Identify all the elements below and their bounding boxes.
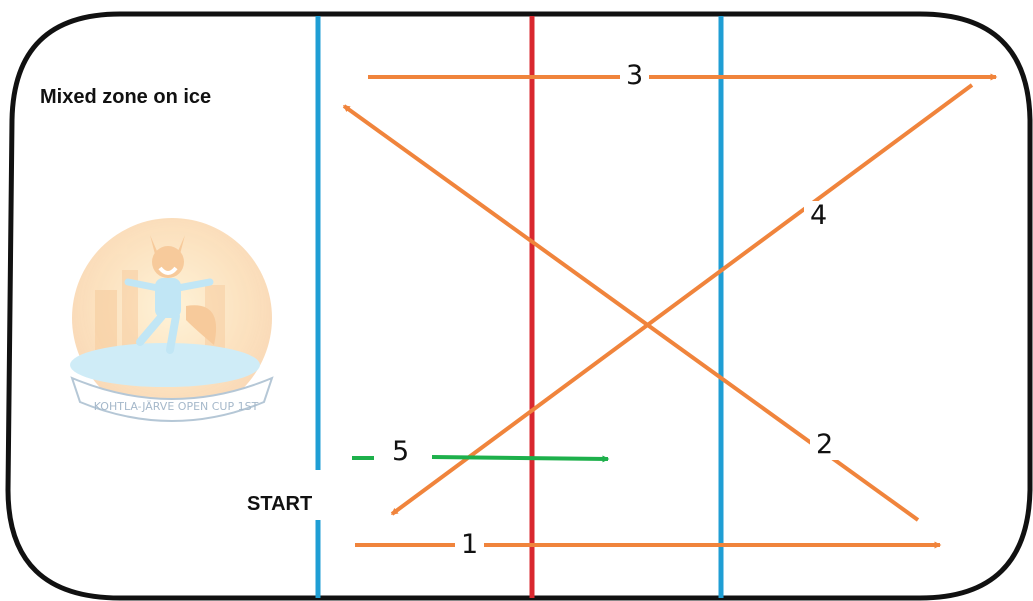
path-1-number: 1 (455, 530, 484, 560)
path-2-number: 2 (810, 430, 839, 460)
fox-skater-logo: KOHTLA-JÄRVE OPEN CUP 1ST (70, 218, 272, 421)
path-4-number: 4 (804, 201, 833, 231)
mixed-zone-title: Mixed zone on ice (40, 86, 211, 109)
path-5-arrow (432, 457, 608, 459)
path-5-number: 5 (386, 437, 415, 467)
logo-banner-text: KOHTLA-JÄRVE OPEN CUP 1ST (94, 400, 259, 413)
path-3-number: 3 (620, 61, 649, 91)
start-label: START (247, 493, 312, 516)
